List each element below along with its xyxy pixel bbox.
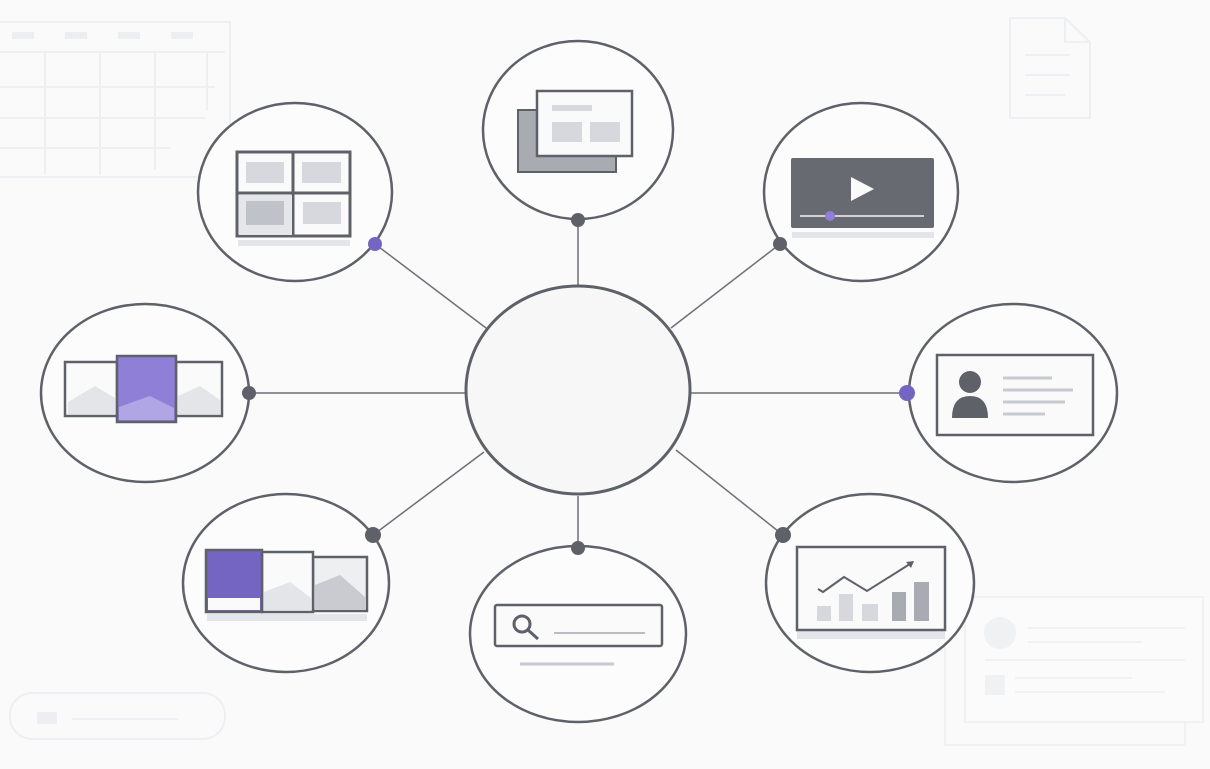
- input-bar-icon: [9, 692, 226, 740]
- calendar-grid-icon: [0, 21, 231, 178]
- hub-node[interactable]: [464, 284, 692, 496]
- dot-top: [571, 213, 585, 227]
- search-bar-icon: [493, 603, 664, 666]
- play-icon: [851, 177, 874, 201]
- stacked-cards-icon: [517, 89, 634, 173]
- profile-card-icon: [935, 353, 1095, 437]
- image-gallery-icon: [204, 548, 369, 621]
- dot-bottom-left: [365, 527, 381, 543]
- connector-lines: [249, 220, 907, 548]
- carousel-icon: [63, 354, 224, 424]
- dot-top-left: [368, 237, 382, 251]
- connector-dots: [242, 213, 915, 555]
- dot-left: [242, 386, 256, 400]
- user-avatar-icon: [952, 371, 988, 418]
- grid-layout-icon: [235, 150, 352, 246]
- dot-bottom: [571, 541, 585, 555]
- list-card-icon: [944, 596, 1204, 746]
- chart-dashboard-icon: [795, 545, 947, 639]
- document-icon: [1009, 17, 1091, 119]
- dot-right: [899, 385, 915, 401]
- dot-top-right: [773, 237, 787, 251]
- dot-bottom-right: [775, 527, 791, 543]
- video-player-icon: [791, 158, 934, 238]
- search-icon: [512, 614, 540, 641]
